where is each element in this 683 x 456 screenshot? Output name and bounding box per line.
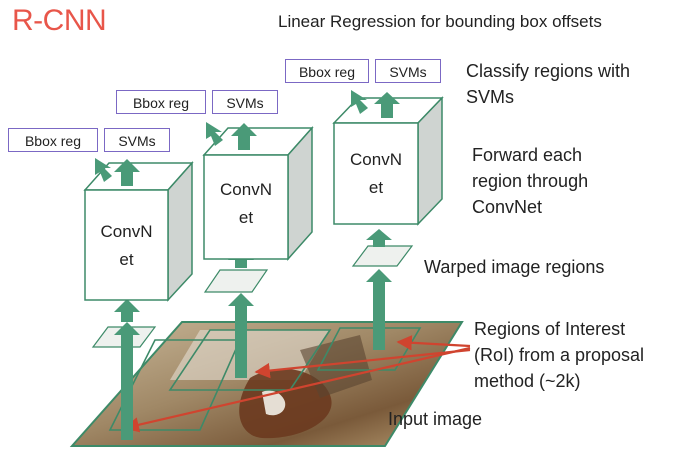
convnet-cube-2 <box>202 126 314 261</box>
up-arrow-warp-1 <box>114 299 140 322</box>
up-arrow-input-3 <box>366 269 392 350</box>
annotation-input: Input image <box>388 409 483 429</box>
convnet-cube-3 <box>332 96 444 226</box>
up-arrow-warp-3 <box>366 229 392 247</box>
warped-region-3 <box>351 245 414 267</box>
up-arrow-cube-1 <box>114 159 140 186</box>
annotation-warped: Warped image regions <box>424 257 605 277</box>
annotation-roi: Regions of Interest (RoI) from a proposa… <box>474 316 644 394</box>
warped-region-2 <box>203 269 269 293</box>
convnet-label-3-line-1: ConvN <box>350 150 402 169</box>
annotation-roi-line-2: (RoI) from a proposal <box>474 345 645 365</box>
stack-2 <box>202 122 314 378</box>
up-arrow-cube-2 <box>231 123 257 150</box>
diag-arrow-cube-2 <box>206 122 223 146</box>
convnet-cube-1 <box>83 161 194 302</box>
roi-arrow-2 <box>254 348 471 379</box>
diagram-title: R-CNN <box>12 4 107 37</box>
bbox-reg-box-2: Bbox reg <box>116 90 206 114</box>
annotation-forward-line-2: region through <box>472 171 589 191</box>
svms-box-2: SVMs <box>212 90 278 114</box>
annotation-forward-line-1: Forward each <box>472 145 583 165</box>
convnet-label-1-line-1: ConvN <box>100 222 153 241</box>
annotation-forward-line-3: ConvNet <box>472 197 543 217</box>
convnet-label-1-line-2: et <box>119 250 134 269</box>
stack-3 <box>332 90 444 350</box>
roi-arrow-1 <box>123 346 471 433</box>
convnet-label-1: ConvN et <box>85 218 168 274</box>
convnet-label-3: ConvN et <box>334 146 418 202</box>
annotation-classify-line-1: Classify regions with <box>466 61 631 81</box>
up-arrow-cube-3 <box>374 92 400 118</box>
convnet-label-2-line-2: et <box>238 208 254 227</box>
convnet-label-2: ConvN et <box>204 176 288 232</box>
annotation-roi-line-3: method (~2k) <box>474 371 581 391</box>
roi-pointer-arrows <box>123 335 471 433</box>
annotation-forward: Forward each region through ConvNet <box>472 142 588 220</box>
diag-arrow-cube-3 <box>351 90 368 114</box>
annotation-roi-line-1: Regions of Interest <box>474 319 626 339</box>
up-arrow-input-2 <box>228 293 254 378</box>
diag-arrow-cube-1 <box>95 158 112 182</box>
svms-box-3: SVMs <box>375 59 441 83</box>
bbox-reg-box-1: Bbox reg <box>8 128 98 152</box>
stack-1 <box>83 158 194 440</box>
bbox-reg-box-3: Bbox reg <box>285 59 369 83</box>
roi-region-3 <box>316 327 422 371</box>
convnet-label-3-line-2: et <box>368 178 384 197</box>
roi-arrow-3 <box>396 335 471 351</box>
annotation-classify-line-2: SVMs <box>466 87 515 107</box>
svms-box-1: SVMs <box>104 128 170 152</box>
annotation-classify: Classify regions with SVMs <box>466 58 630 110</box>
up-arrow-input-1 <box>114 322 140 440</box>
diagram-subtitle: Linear Regression for bounding box offse… <box>278 12 602 31</box>
convnet-label-2-line-1: ConvN <box>220 180 272 199</box>
